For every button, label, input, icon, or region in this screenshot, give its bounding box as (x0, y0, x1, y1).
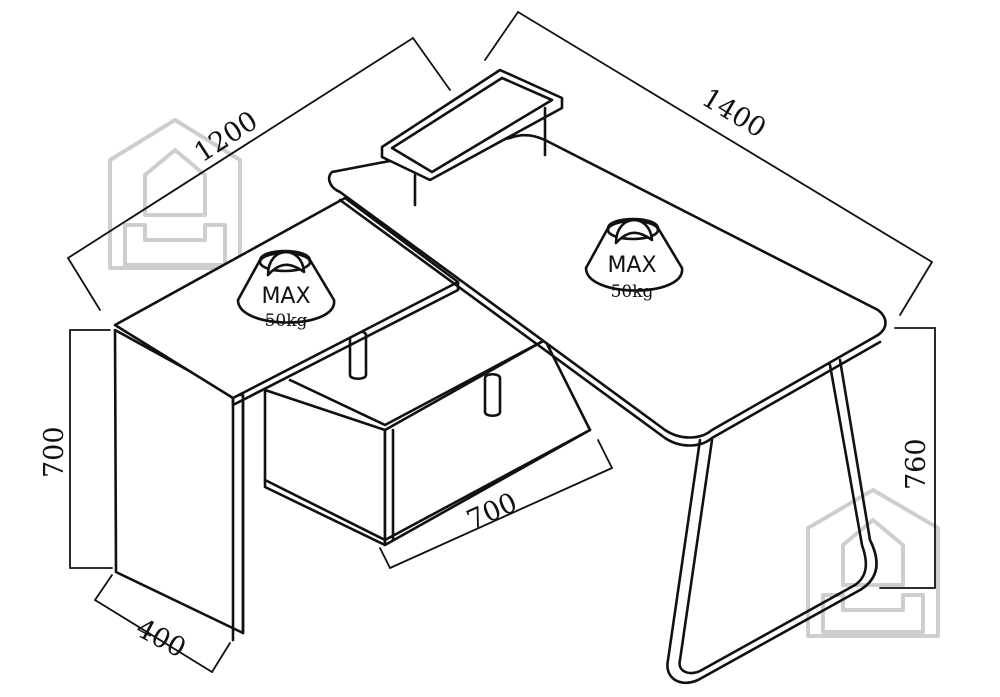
load-badge-label: MAX (261, 284, 310, 309)
dimension-label-400-depth: 400 (131, 613, 191, 665)
load-badge-label: MAX (607, 253, 656, 278)
dimension-label-1400: 1400 (696, 82, 771, 144)
house-sofa-icon-bottom (806, 488, 940, 638)
dimension-label-700-height: 700 (39, 426, 70, 478)
load-badge-right: MAX 50kg (584, 217, 684, 302)
load-badge-left: MAX 50kg (236, 249, 336, 331)
desk-drawing (113, 68, 887, 685)
dimension-label-760-height: 760 (901, 438, 932, 490)
dimension-label-1200: 1200 (189, 105, 264, 168)
load-badge-weight: 50kg (611, 282, 654, 302)
dimension-lines (67, 11, 936, 673)
load-badge-weight: 50kg (265, 311, 308, 331)
